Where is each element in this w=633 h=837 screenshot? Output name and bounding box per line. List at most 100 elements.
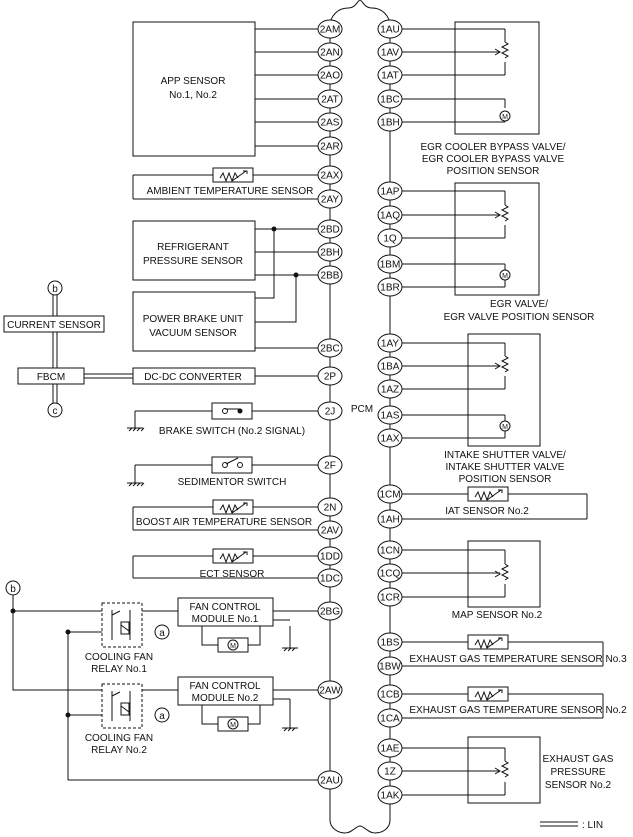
svg-text:M: M: [502, 114, 508, 121]
svg-text:CURRENT SENSOR: CURRENT SENSOR: [7, 320, 101, 331]
ect-sensor: ECT SENSOR: [132, 548, 318, 580]
svg-text:ECT SENSOR: ECT SENSOR: [200, 569, 265, 580]
svg-text:EGR COOLER BYPASS VALVE: EGR COOLER BYPASS VALVE: [422, 154, 565, 165]
svg-text:POSITION SENSOR: POSITION SENSOR: [459, 474, 552, 485]
svg-text:IAT SENSOR No.2: IAT SENSOR No.2: [445, 506, 529, 517]
svg-text:b: b: [10, 584, 16, 595]
pin-label-1AY: 1AY: [381, 339, 399, 350]
svg-text:b: b: [52, 284, 58, 295]
cooling-fan-circuit: b a COOLING FAN RELAY No.1 a COOLING FAN…: [5, 580, 318, 781]
brake-switch: BRAKE SWITCH (No.2 SIGNAL): [127, 402, 318, 437]
pin-label-1CM: 1CM: [379, 490, 400, 501]
pin-label-1AK: 1AK: [381, 791, 400, 802]
svg-text:PRESSURE: PRESSURE: [550, 767, 605, 778]
intake-shutter-valve: M INTAKE SHUTTER VALVE/ INTAKE SHUTTER V…: [402, 333, 566, 485]
svg-text:M: M: [502, 424, 508, 431]
pin-label-1CA: 1CA: [380, 714, 400, 725]
exhaust-gas-temp-sensor-2: EXHAUST GAS TEMPERATURE SENSOR No.2: [402, 686, 627, 719]
pin-label-1AS: 1AS: [381, 411, 400, 422]
pin-label-2BH: 2BH: [320, 248, 339, 259]
pin-label-1AU: 1AU: [380, 25, 399, 36]
pin-label-2AO: 2AO: [320, 71, 340, 82]
svg-text:PRESSURE SENSOR: PRESSURE SENSOR: [143, 256, 243, 267]
svg-text:No.1, No.2: No.1, No.2: [169, 90, 217, 101]
iat-sensor-2: IAT SENSOR No.2: [402, 486, 588, 520]
svg-text:a: a: [159, 628, 165, 639]
svg-text:M: M: [230, 722, 236, 729]
svg-text:INTAKE SHUTTER VALVE: INTAKE SHUTTER VALVE: [446, 462, 565, 473]
svg-text:COOLING FAN: COOLING FAN: [85, 652, 153, 663]
pin-label-1AT: 1AT: [381, 71, 399, 82]
power-brake-vacuum-sensor: POWER BRAKE UNIT VACUUM SENSOR: [132, 291, 318, 352]
svg-text:EGR COOLER BYPASS VALVE/: EGR COOLER BYPASS VALVE/: [420, 142, 565, 153]
pin-label-1AZ: 1AZ: [381, 385, 399, 396]
pin-label-1BH: 1BH: [380, 118, 399, 129]
pin-label-1CR: 1CR: [380, 593, 400, 604]
refrigerant-pressure-sensor: REFRIGERANT PRESSURE SENSOR: [132, 220, 318, 323]
pin-label-1AV: 1AV: [381, 48, 399, 59]
pin-label-1AP: 1AP: [381, 187, 400, 198]
svg-text:: LIN: : LIN: [582, 820, 603, 831]
svg-text:MODULE No.1: MODULE No.1: [192, 614, 259, 625]
svg-text:AMBIENT TEMPERATURE SENSOR: AMBIENT TEMPERATURE SENSOR: [147, 186, 314, 197]
svg-text:EGR VALVE/: EGR VALVE/: [490, 299, 548, 310]
svg-text:MODULE No.2: MODULE No.2: [192, 693, 259, 704]
pin-label-1BA: 1BA: [381, 362, 400, 373]
pin-label-1CB: 1CB: [380, 690, 400, 701]
svg-text:BOOST AIR TEMPERATURE SENSOR: BOOST AIR TEMPERATURE SENSOR: [136, 517, 312, 528]
pcm-label: PCM: [351, 404, 373, 415]
svg-text:EXHAUST GAS: EXHAUST GAS: [543, 754, 614, 765]
right-pin-group: 1AU 1AV 1AT 1BC 1BH 1AP 1AQ 1Q 1BM 1BR 1AY 1BA 1AZ 1A…: [377, 19, 403, 805]
svg-text:EXHAUST GAS TEMPERATURE SENSOR: EXHAUST GAS TEMPERATURE SENSOR No.3: [409, 654, 627, 665]
svg-text:COOLING FAN: COOLING FAN: [85, 733, 153, 744]
pin-label-1AX: 1AX: [381, 434, 400, 445]
pin-label-2J: 2J: [325, 407, 336, 418]
svg-text:RELAY No.1: RELAY No.1: [91, 664, 147, 675]
left-pin-group: 2AM2AN2AO2AT2AS2AR2AX2AY2BD2BH2BB2BC2P2J…: [317, 19, 343, 790]
pin-label-1AQ: 1AQ: [380, 211, 400, 222]
svg-text:POWER BRAKE UNIT: POWER BRAKE UNIT: [143, 314, 244, 325]
pin-label-2AN: 2AN: [320, 48, 339, 59]
svg-text:EXHAUST GAS TEMPERATURE SENSOR: EXHAUST GAS TEMPERATURE SENSOR No.2: [409, 705, 627, 716]
svg-text:FAN CONTROL: FAN CONTROL: [189, 602, 261, 613]
svg-text:SEDIMENTOR SWITCH: SEDIMENTOR SWITCH: [178, 477, 287, 488]
pin-label-2AR: 2AR: [320, 142, 339, 153]
pin-label-2AM: 2AM: [320, 25, 341, 36]
pin-label-1BS: 1BS: [381, 638, 400, 649]
pin-label-2BD: 2BD: [320, 225, 339, 236]
pin-label-2BC: 2BC: [320, 344, 339, 355]
pin-label-1CN: 1CN: [380, 546, 400, 557]
pin-label-1BR: 1BR: [380, 283, 399, 294]
pin-label-2BB: 2BB: [321, 271, 340, 282]
ambient-temperature-sensor: AMBIENT TEMPERATURE SENSOR: [132, 167, 318, 200]
pin-label-1BW: 1BW: [379, 662, 401, 673]
pin-label-1DC: 1DC: [320, 574, 340, 585]
pcm-connector: PCM: [329, 0, 391, 834]
fbcm-circuit: b CURRENT SENSOR FBCM c DC-DC CONVERTER: [3, 280, 318, 418]
exhaust-gas-temp-sensor-3: EXHAUST GAS TEMPERATURE SENSOR No.3: [402, 634, 627, 667]
pin-label-1AH: 1AH: [380, 515, 399, 526]
pin-label-1AE: 1AE: [381, 744, 400, 755]
pin-label-1BM: 1BM: [380, 260, 401, 271]
pin-label-2N: 2N: [324, 503, 337, 514]
pin-label-1Q: 1Q: [383, 234, 397, 245]
pin-label-1DD: 1DD: [320, 552, 340, 563]
lin-legend: : LIN: [540, 820, 603, 831]
svg-text:APP SENSOR: APP SENSOR: [161, 76, 226, 87]
svg-text:M: M: [502, 273, 508, 280]
svg-text:FBCM: FBCM: [37, 372, 65, 383]
svg-text:SENSOR No.2: SENSOR No.2: [545, 780, 612, 791]
pin-label-2F: 2F: [324, 461, 336, 472]
svg-text:VACUUM SENSOR: VACUUM SENSOR: [149, 328, 237, 339]
pin-label-1BC: 1BC: [380, 95, 399, 106]
app-sensor: APP SENSOR No.1, No.2: [132, 21, 318, 157]
svg-text:M: M: [230, 643, 236, 650]
svg-text:RELAY No.2: RELAY No.2: [91, 745, 147, 756]
pin-label-2P: 2P: [324, 372, 337, 383]
svg-text:MAP SENSOR No.2: MAP SENSOR No.2: [452, 610, 543, 621]
svg-text:a: a: [159, 711, 165, 722]
svg-text:EGR VALVE POSITION SENSOR: EGR VALVE POSITION SENSOR: [444, 312, 595, 323]
pin-label-1Z: 1Z: [384, 767, 396, 778]
egr-valve: M EGR VALVE/ EGR VALVE POSITION SENSOR: [402, 182, 595, 323]
